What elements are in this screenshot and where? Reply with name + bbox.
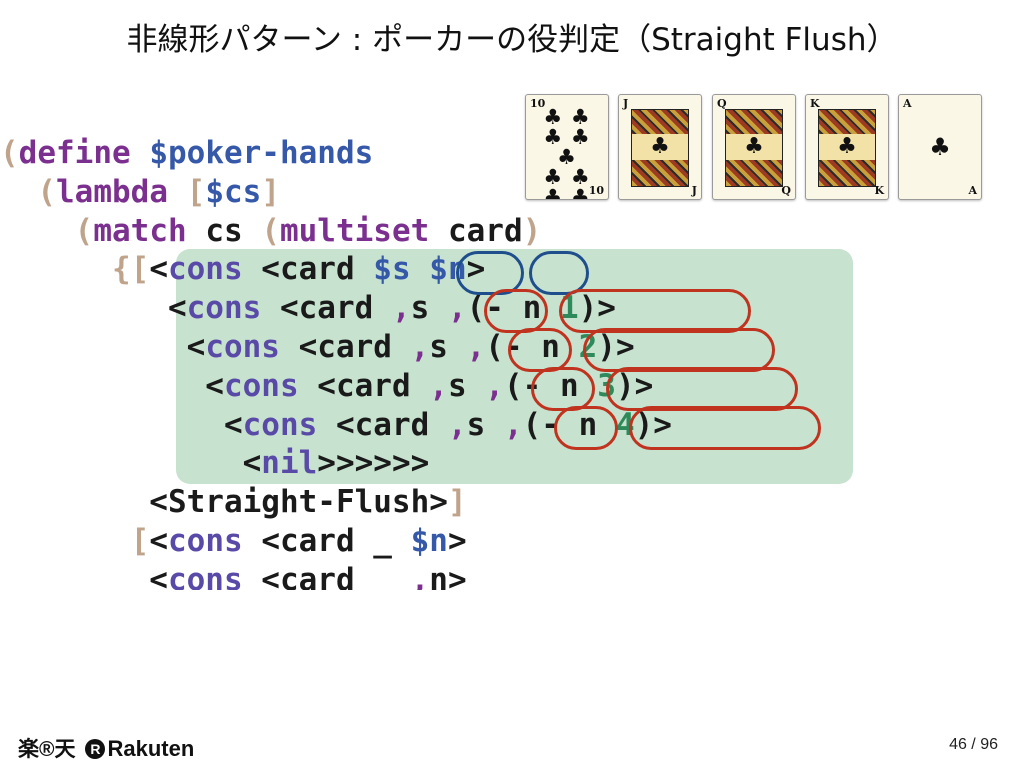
- card-rank: J: [691, 184, 697, 197]
- code-line-4: {[<cons <card $s $n>: [111, 251, 486, 287]
- card-rank: K: [874, 184, 884, 197]
- card-rank: A: [903, 97, 912, 110]
- value-oval-s-1: [484, 289, 548, 333]
- code-line-6: <cons <card ,s ,(- n 2)>: [0, 329, 635, 365]
- card-jack-of-clubs: J ♣ J: [618, 94, 702, 200]
- code-line-2: (lambda [$cs]: [37, 174, 280, 210]
- card-rank: Q: [781, 184, 791, 197]
- code-block: (define $poker-hands (lambda [$cs] (matc…: [0, 135, 853, 590]
- binding-oval-s: [456, 251, 524, 295]
- value-oval-n-1: [559, 289, 751, 333]
- value-oval-s-3: [531, 367, 595, 411]
- logo-kanji: 楽®天: [18, 738, 76, 761]
- page-total: 96: [980, 736, 998, 753]
- club-suit-icon: ♣: [929, 133, 951, 161]
- king-face-icon: ♣: [818, 109, 876, 187]
- rakuten-r-icon: R: [85, 739, 106, 759]
- page-separator: /: [966, 736, 981, 753]
- value-oval-s-4: [554, 406, 618, 450]
- value-oval-s-2: [508, 328, 572, 372]
- value-oval-n-2: [583, 328, 775, 372]
- page-number: 46 / 96: [949, 736, 998, 754]
- code-line-3: (match cs (multiset card): [74, 213, 542, 249]
- page-current: 46: [949, 736, 967, 753]
- card-rank: K: [810, 97, 820, 110]
- card-rank: 10: [588, 184, 604, 197]
- card-ten-of-clubs: 10 ♣ ♣♣ ♣ ♣♣ ♣♣ ♣ ♣ 10: [525, 94, 609, 200]
- card-rank: J: [623, 97, 629, 110]
- card-ace-of-clubs: A ♣ A: [898, 94, 982, 200]
- queen-face-icon: ♣: [725, 109, 783, 187]
- clubs-pips-icon: ♣ ♣♣ ♣ ♣♣ ♣♣ ♣ ♣: [543, 105, 591, 200]
- code-line-1: (define $poker-hands: [0, 135, 374, 171]
- logo-text: Rakuten: [107, 736, 195, 761]
- code-line-8: <cons <card ,s ,(- n 4)>: [0, 407, 672, 443]
- jack-face-icon: ♣: [631, 109, 689, 187]
- card-rank: Q: [717, 97, 727, 110]
- binding-oval-n: [529, 251, 589, 295]
- card-rank: 10: [530, 97, 546, 110]
- card-king-of-clubs: K ♣ K: [805, 94, 889, 200]
- card-rank: A: [968, 184, 977, 197]
- value-oval-n-4: [629, 406, 821, 450]
- card-queen-of-clubs: Q ♣ Q: [712, 94, 796, 200]
- code-line-12: <cons <card _ ,n>: [0, 562, 467, 590]
- code-line-11: [<cons <card _ $n>: [130, 523, 467, 559]
- code-line-10: <Straight-Flush>]: [0, 484, 467, 520]
- slide-title: 非線形パターン : ポーカーの役判定（Straight Flush）: [126, 22, 898, 58]
- value-oval-n-3: [606, 367, 798, 411]
- code-line-9: <nil>>>>>>: [0, 445, 430, 481]
